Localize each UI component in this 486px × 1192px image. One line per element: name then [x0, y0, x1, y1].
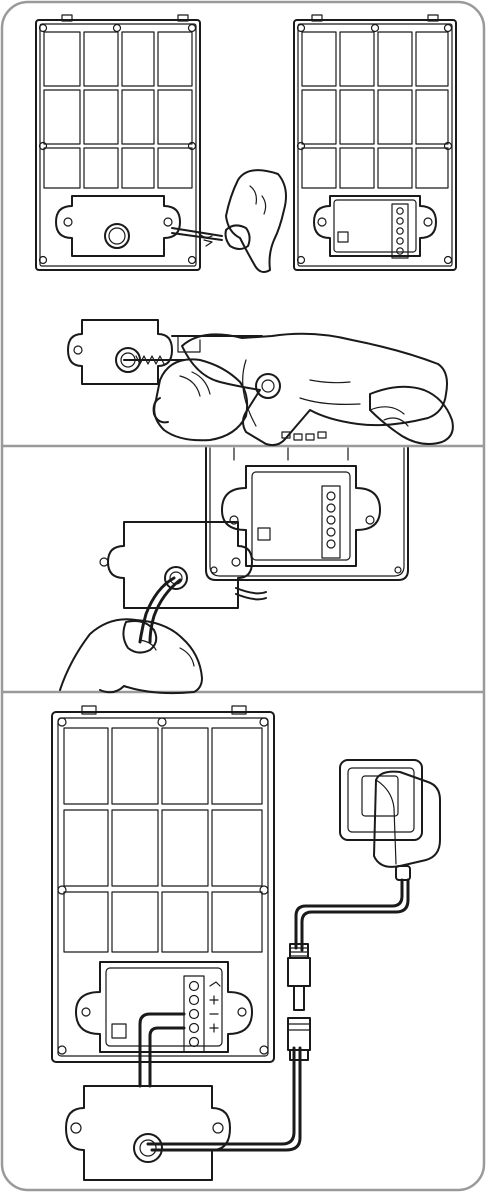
cover-being-drilled — [68, 320, 172, 384]
panel-plate-large — [52, 706, 274, 1062]
cable-icon — [140, 578, 266, 642]
hand-icon — [60, 619, 202, 693]
panel-2 — [60, 448, 408, 693]
right-panel-plate-open — [294, 15, 456, 270]
terminal-block — [184, 976, 220, 1052]
wall-socket-icon — [340, 760, 422, 840]
cover-with-cable — [100, 522, 252, 608]
terminal-block — [392, 204, 408, 258]
dc-jack-icon — [288, 944, 310, 1060]
screwdriver-icon — [172, 228, 222, 246]
panel-3 — [52, 706, 440, 1180]
power-adapter-icon — [374, 772, 440, 880]
panel-1 — [36, 15, 456, 445]
hand-icon — [226, 170, 287, 272]
hand-icon — [154, 359, 453, 444]
terminal-block — [322, 486, 340, 558]
left-panel-plate — [36, 15, 200, 270]
cover-bottom — [66, 1086, 230, 1180]
panel-plate-partial — [206, 448, 408, 580]
